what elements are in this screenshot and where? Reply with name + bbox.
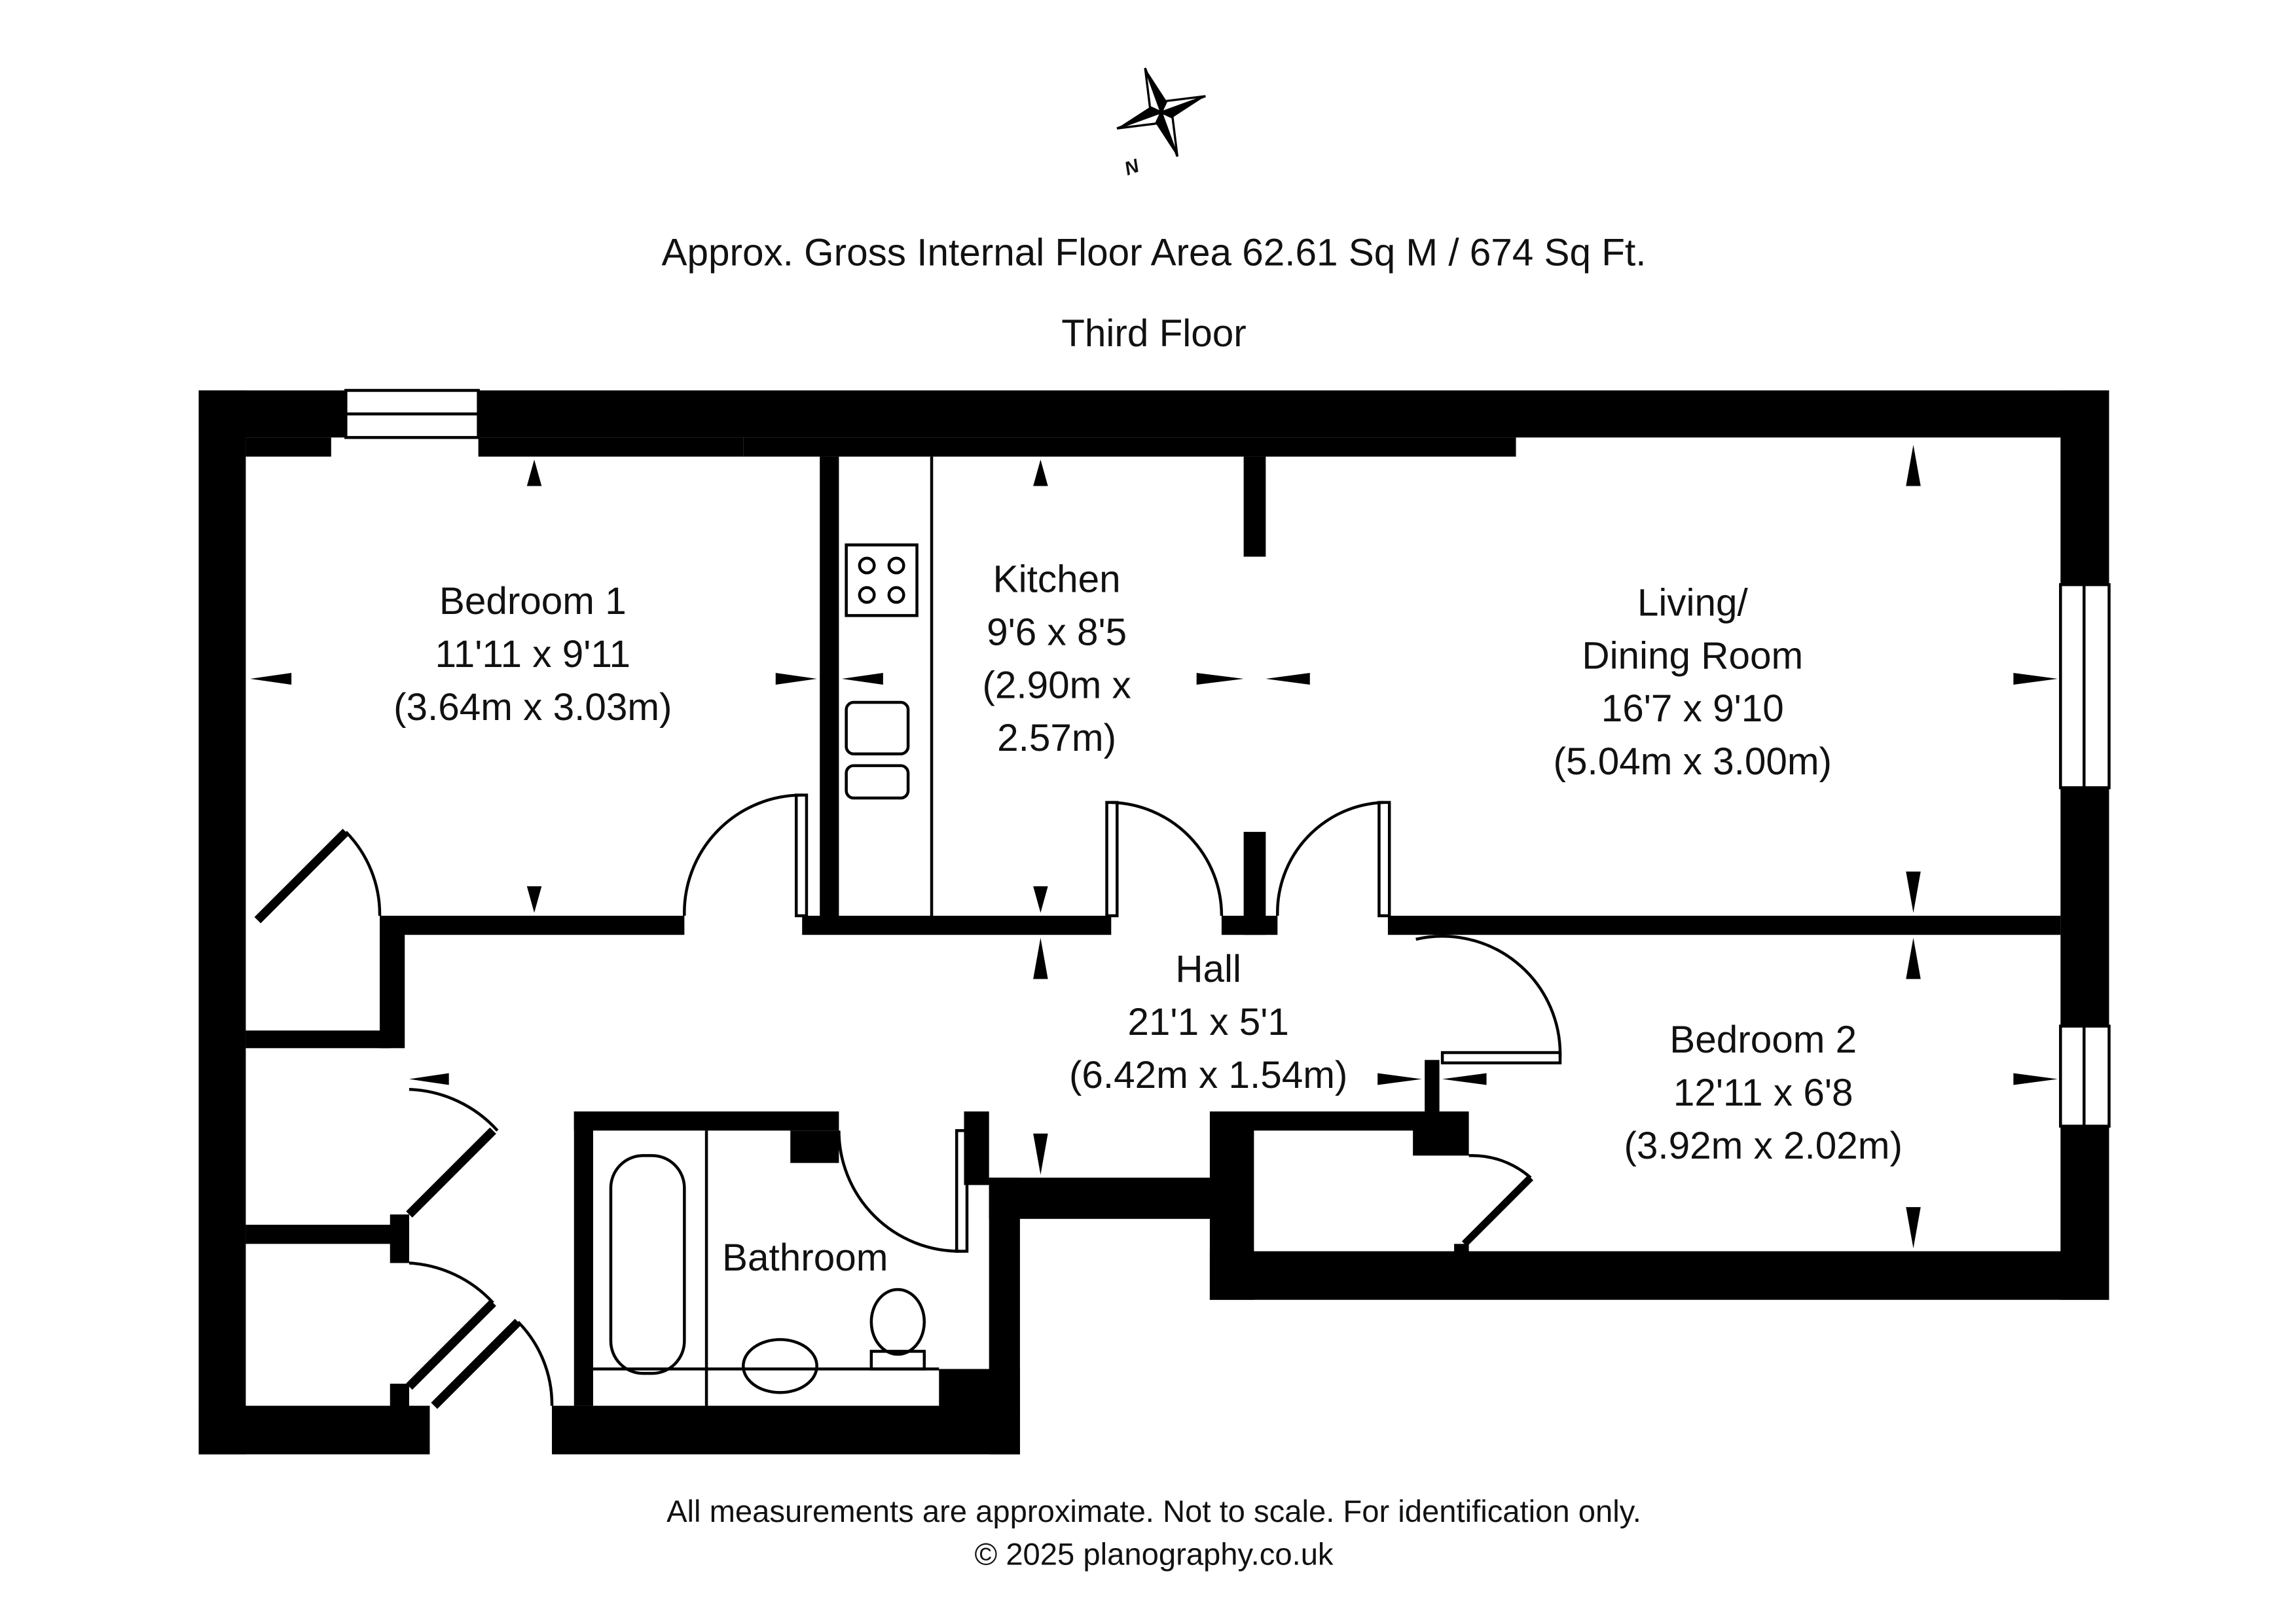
svg-text:2.57m): 2.57m) xyxy=(997,717,1116,759)
svg-text:9'6 x 8'5: 9'6 x 8'5 xyxy=(987,611,1127,653)
room-bedroom2: Bedroom 2 12'11 x 6'8 (3.92m x 2.02m) xyxy=(1624,1019,1902,1167)
svg-text:Living/: Living/ xyxy=(1637,581,1749,624)
svg-text:Bedroom 1: Bedroom 1 xyxy=(439,580,627,623)
svg-text:16'7 x 9'10: 16'7 x 9'10 xyxy=(1601,687,1784,730)
svg-text:Dining Room: Dining Room xyxy=(1582,634,1803,677)
room-bathroom: Bathroom xyxy=(722,1236,888,1279)
room-living-dining: Living/ Dining Room 16'7 x 9'10 (5.04m x… xyxy=(1554,581,1832,783)
copyright: © 2025 planography.co.uk xyxy=(974,1537,1333,1572)
svg-text:11'11 x 9'11: 11'11 x 9'11 xyxy=(435,633,631,676)
svg-text:21'1 x 5'1: 21'1 x 5'1 xyxy=(1127,1001,1289,1043)
toilet-icon xyxy=(869,1288,926,1371)
svg-text:Bedroom 2: Bedroom 2 xyxy=(1669,1019,1857,1061)
compass-icon xyxy=(1116,67,1206,157)
room-kitchen: Kitchen 9'6 x 8'5 (2.90m x 2.57m) xyxy=(982,558,1131,759)
hob-icon xyxy=(845,543,919,617)
floor-area-title: Approx. Gross Internal Floor Area 62.61 … xyxy=(662,231,1647,274)
disclaimer: All measurements are approximate. Not to… xyxy=(666,1494,1641,1529)
washbasin-icon xyxy=(742,1338,818,1394)
bathtub-icon xyxy=(609,1154,686,1375)
room-bedroom1: Bedroom 1 11'11 x 9'11 (3.64m x 3.03m) xyxy=(393,580,672,729)
svg-text:(3.64m x 3.03m): (3.64m x 3.03m) xyxy=(393,686,672,729)
svg-text:12'11 x 6'8: 12'11 x 6'8 xyxy=(1673,1072,1853,1114)
window-bedroom2 xyxy=(2059,1024,2111,1128)
sink-icon xyxy=(845,700,910,800)
svg-text:(3.92m x 2.02m): (3.92m x 2.02m) xyxy=(1624,1125,1902,1167)
window-living xyxy=(2059,583,2111,789)
svg-text:(5.04m x 3.00m): (5.04m x 3.00m) xyxy=(1554,740,1832,783)
window-top xyxy=(344,389,480,439)
floor-name: Third Floor xyxy=(1061,312,1247,355)
svg-text:(2.90m x: (2.90m x xyxy=(982,664,1131,706)
room-hall: Hall 21'1 x 5'1 (6.42m x 1.54m) xyxy=(1069,948,1347,1096)
svg-text:Kitchen: Kitchen xyxy=(993,558,1121,600)
walls xyxy=(198,390,2109,1454)
dimension-arrows xyxy=(250,444,2058,1249)
svg-text:(6.42m x 1.54m): (6.42m x 1.54m) xyxy=(1069,1054,1347,1096)
svg-text:Hall: Hall xyxy=(1175,948,1241,990)
doors xyxy=(254,793,1562,1409)
